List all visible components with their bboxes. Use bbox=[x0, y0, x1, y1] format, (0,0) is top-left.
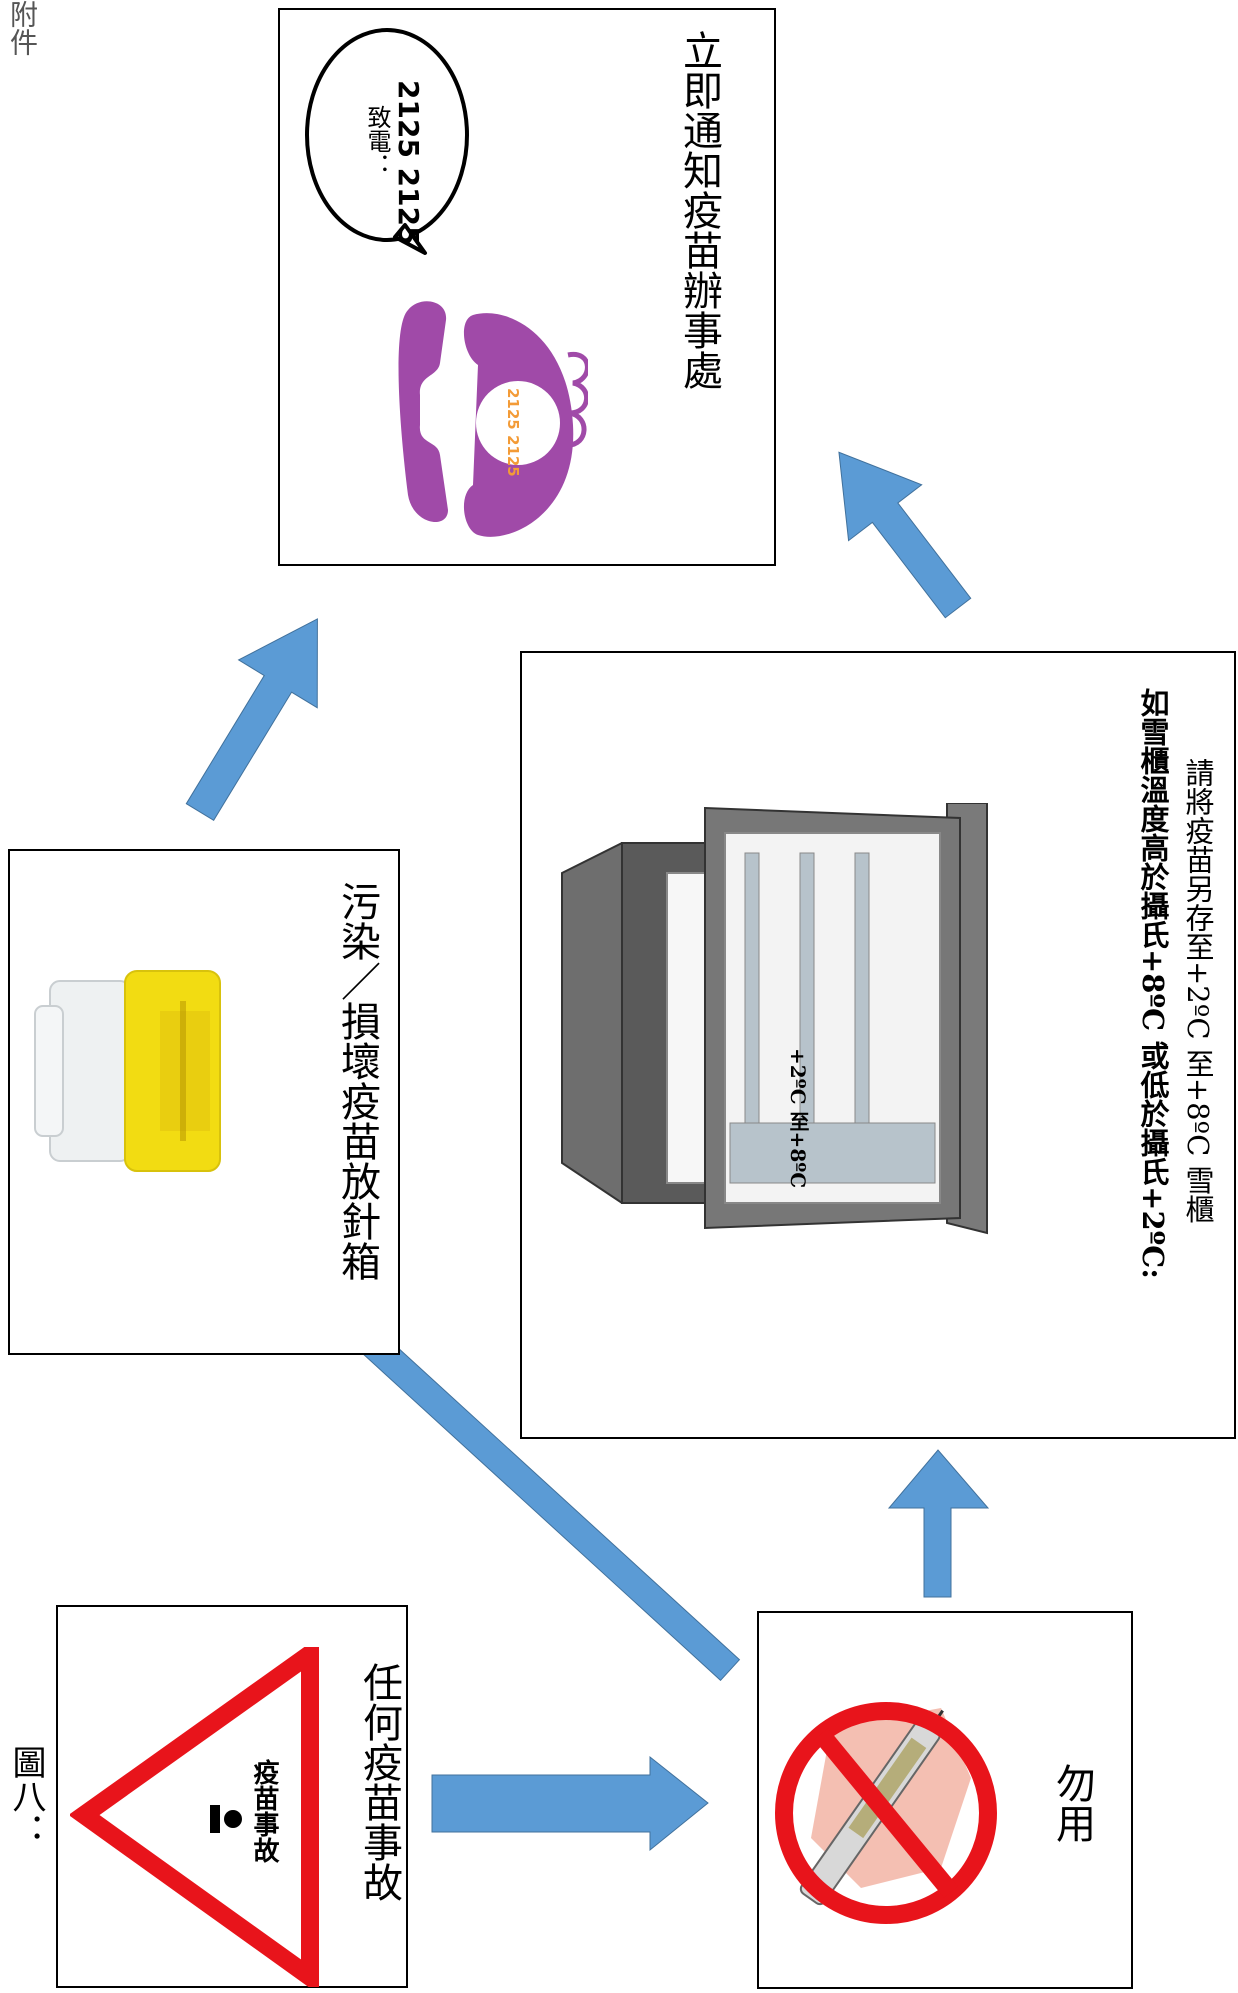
fridge-shelf-label: +2ºC 至+8ºC bbox=[786, 1048, 810, 1189]
bubble-line1: 致電： bbox=[363, 105, 391, 177]
arrow-donotuse-to-fridge bbox=[887, 1449, 990, 1598]
sharps-box: 污染／損壞疫苗放針箱 bbox=[8, 849, 400, 1355]
sharps-container-icon bbox=[34, 970, 221, 1172]
fridge-door-icon bbox=[704, 806, 961, 1230]
fridge-instruction-line1: 如雪櫃溫度高於攝氏+8ºC 或低於攝氏+2ºC: bbox=[1136, 688, 1170, 1279]
speech-bubble-icon bbox=[305, 28, 469, 255]
incident-box: 疫苗事故 任何疫苗事故 bbox=[56, 1605, 408, 1988]
telephone-icon bbox=[398, 301, 588, 537]
no-syringe-icon bbox=[775, 1702, 997, 1924]
arrow-fridge-to-notify bbox=[838, 451, 972, 619]
fridge-box: +2ºC 至+8ºC 如雪櫃溫度高於攝氏+8ºC 或低於攝氏+2ºC: 請將疫苗… bbox=[520, 651, 1236, 1439]
notify-caption: 立即通知疫苗辦事處 bbox=[676, 30, 722, 390]
incident-caption: 任何疫苗事故 bbox=[356, 1662, 402, 1902]
warning-sign-text: 疫苗事故 bbox=[249, 1759, 279, 1863]
annex-label: 附件 bbox=[6, 0, 39, 56]
bubble-phone-number: 2125 2125 bbox=[392, 80, 425, 246]
do-not-use-caption: 勿用 bbox=[1049, 1763, 1095, 1843]
arrow-sharps-to-notify bbox=[185, 618, 318, 821]
sharps-caption: 污染／損壞疫苗放針箱 bbox=[334, 881, 380, 1281]
do-not-use-box: 勿用 bbox=[757, 1611, 1133, 1989]
arrow-incident-to-donotuse bbox=[431, 1755, 709, 1852]
dial-number: 2125 2125 bbox=[504, 388, 522, 477]
warning-triangle-icon bbox=[70, 1647, 319, 1987]
fridge-instruction-line2: 請將疫苗另存至+2ºC 至+8ºC 雪櫃 bbox=[1181, 758, 1215, 1224]
figure-label: 圖八： bbox=[6, 1745, 46, 1847]
notify-box: 致電： 2125 2125 2125 2125 立即通知疫苗辦事處 bbox=[278, 8, 776, 566]
